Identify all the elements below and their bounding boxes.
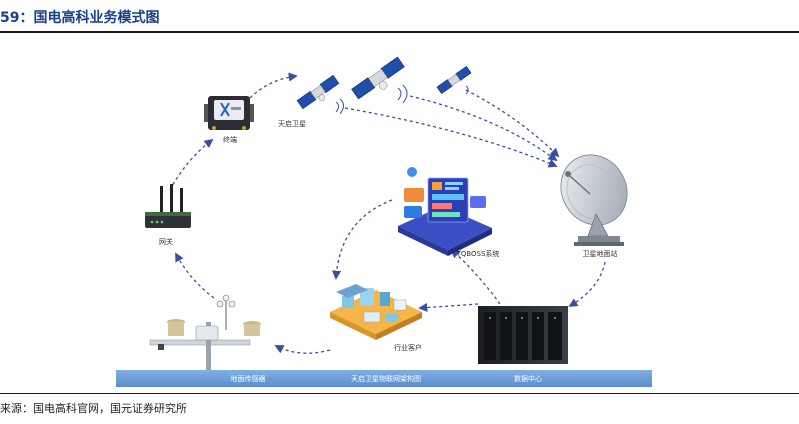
arrow-sat2-to-station bbox=[409, 95, 558, 162]
terminal-label: 终端 bbox=[223, 135, 237, 144]
gateway-label: 网关 bbox=[159, 237, 173, 246]
ground-station-label: 卫星地面站 bbox=[583, 249, 618, 258]
arrow-client-to-sensor bbox=[274, 345, 331, 354]
arrow-satellite-to-station bbox=[344, 107, 558, 168]
architecture-label: 天启卫星物联网架构图 bbox=[351, 374, 421, 383]
architecture-diagram: 终端 天启卫星 卫星地面站 bbox=[116, 56, 652, 387]
arrow-tqboss-to-client bbox=[331, 199, 393, 280]
tqboss-label: TQBOSS系统 bbox=[456, 249, 500, 258]
arrow-terminal-to-satellite bbox=[249, 72, 298, 99]
industry-client-label: 行业客户 bbox=[394, 343, 422, 352]
signal-waves-3 bbox=[465, 85, 469, 95]
arrow-gateway-to-terminal bbox=[169, 138, 214, 191]
ground-sensor-label: 地面传感器 bbox=[231, 374, 266, 383]
arrow-sensor-to-gateway bbox=[175, 252, 215, 299]
base-bar bbox=[116, 370, 652, 387]
arrow-station-to-datacenter bbox=[568, 261, 606, 307]
data-center-servers bbox=[478, 306, 568, 364]
bottom-rule bbox=[0, 393, 799, 394]
ground-sensors bbox=[149, 294, 261, 370]
satellite-2 bbox=[351, 56, 405, 100]
arrow-sat3-to-station bbox=[465, 89, 560, 158]
figure-title: 59：国电高科业务模式图 bbox=[0, 10, 160, 26]
signal-waves-1 bbox=[335, 98, 344, 115]
terminal-device bbox=[204, 96, 254, 130]
satellite-label: 天启卫星 bbox=[278, 119, 306, 128]
title-rule bbox=[0, 31, 799, 33]
flow-arrows bbox=[169, 72, 606, 354]
satellite-3 bbox=[436, 65, 472, 95]
arrow-datacenter-to-tqboss bbox=[450, 248, 501, 305]
ground-station-dish bbox=[560, 154, 628, 246]
data-center-label: 数据中心 bbox=[514, 374, 542, 383]
satellite-1 bbox=[296, 74, 340, 110]
figure-source: 来源：国电高科官网，国元证券研究所 bbox=[0, 402, 187, 415]
tqboss-platform bbox=[398, 167, 492, 256]
gateway-router bbox=[145, 184, 191, 228]
arrow-datacenter-to-client bbox=[418, 302, 479, 313]
industry-client-city bbox=[330, 284, 422, 340]
signal-waves-2 bbox=[397, 84, 408, 104]
